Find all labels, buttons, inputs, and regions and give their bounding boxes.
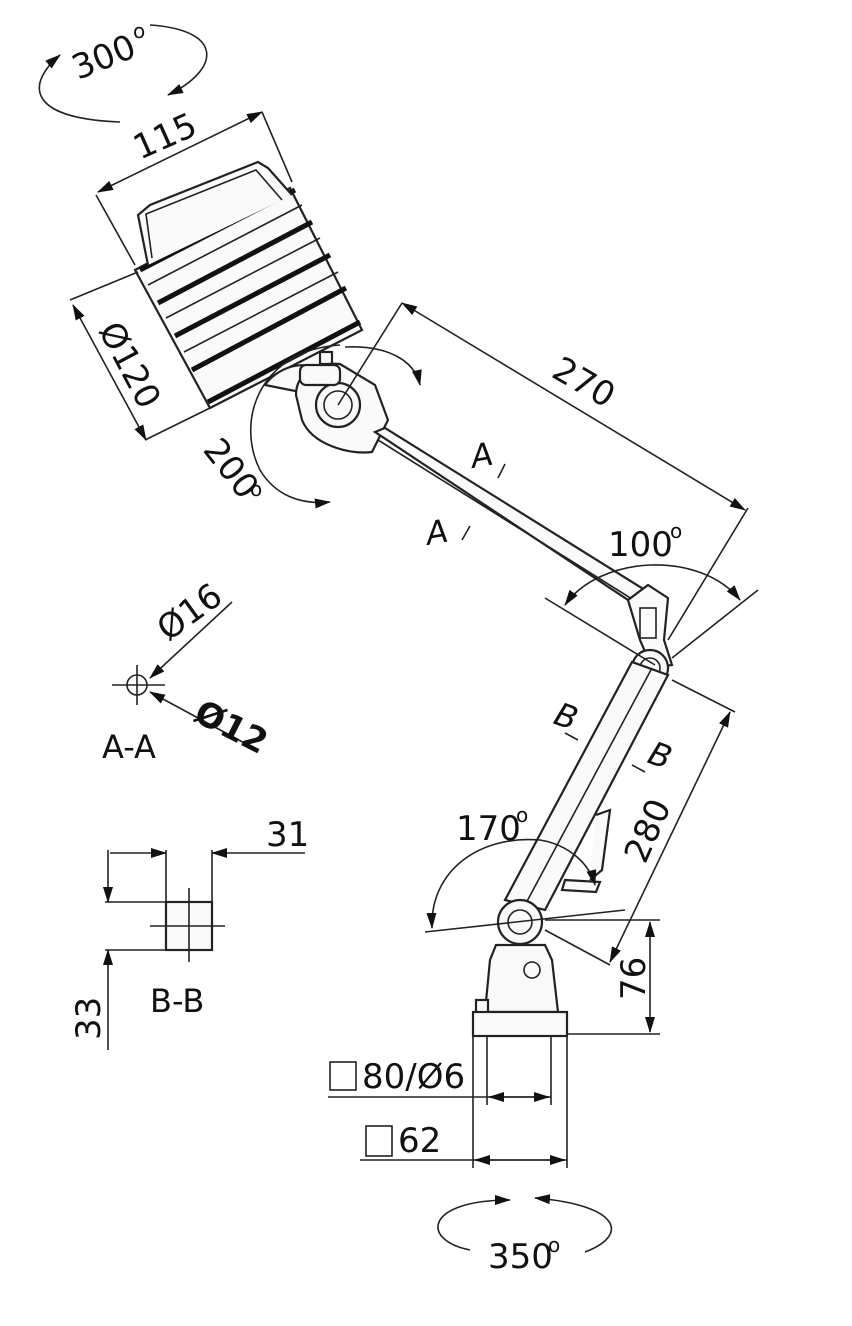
base-outer-dimension: 80/Ø6 <box>328 1036 552 1105</box>
cut-label-a-lower: A <box>421 512 451 554</box>
section-a-inner-label: Ø12 <box>188 692 274 762</box>
head-joint <box>294 362 390 454</box>
degree-mark: o <box>548 1233 560 1257</box>
cut-label-b-left: B <box>549 695 583 738</box>
section-a-outer-label: Ø16 <box>150 576 230 650</box>
cut-label-a-upper: A <box>466 435 496 477</box>
degree-mark: o <box>250 477 262 501</box>
rotation-100-indicator: 100 o <box>544 519 759 666</box>
lamp-head <box>133 160 364 410</box>
section-a-title: A-A <box>102 728 156 766</box>
degree-mark: o <box>670 519 682 543</box>
rotation-170-indicator: 170 o <box>424 803 626 933</box>
lamp-base <box>471 943 569 1038</box>
section-b-b: 31 33 B-B <box>69 815 309 1050</box>
rotation-350-label: 350 <box>488 1237 553 1277</box>
head-diameter-label: Ø120 <box>90 315 168 415</box>
base-inner-dimension: 62 <box>360 1036 568 1168</box>
lower-arm <box>503 660 670 912</box>
cut-label-b-right: B <box>643 734 677 777</box>
degree-mark: o <box>133 19 145 43</box>
section-b-title: B-B <box>150 982 204 1020</box>
rotation-100-label: 100 <box>608 525 673 565</box>
rotation-300-label: 300 <box>66 27 141 88</box>
lower-arm-length-label: 280 <box>617 793 680 869</box>
rotation-170-label: 170 <box>456 809 521 849</box>
upper-arm <box>372 426 647 610</box>
section-a-a: Ø16 Ø12 A-A <box>102 576 274 766</box>
upper-arm-length-label: 270 <box>546 349 622 416</box>
base-outer-label: 80/Ø6 <box>362 1057 465 1097</box>
rotation-350-indicator: 350 o <box>437 1194 613 1277</box>
square-symbol <box>365 1125 393 1157</box>
base-inner-label: 62 <box>398 1121 441 1161</box>
square-symbol <box>329 1061 357 1091</box>
section-b-width-label: 31 <box>266 815 309 855</box>
section-b-height-label: 33 <box>69 997 109 1040</box>
base-height-label: 76 <box>614 957 654 1000</box>
degree-mark: o <box>516 803 528 827</box>
upper-arm-length-dimension: 270 <box>337 302 749 641</box>
base-height-dimension: 76 <box>545 919 660 1035</box>
